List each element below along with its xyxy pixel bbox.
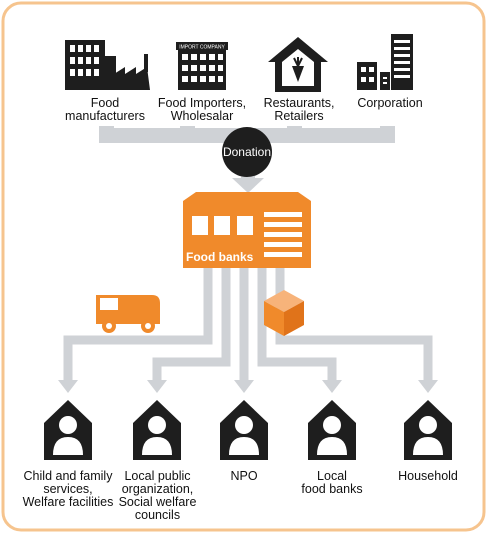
recipient-label-child-family: Child and family services, Welfare facil…	[22, 469, 114, 509]
recipient-label-local-public-org: Local public organization, Social welfar…	[118, 469, 197, 522]
factory-icon	[65, 40, 150, 90]
person-house-icon	[308, 400, 356, 460]
recipient-label-household: Household	[398, 469, 458, 483]
person-house-icon	[133, 400, 181, 460]
food-bank-hub	[183, 192, 311, 268]
restaurant-house-icon	[268, 37, 328, 92]
source-label-restaurants: Restaurants, Retailers	[263, 96, 335, 123]
source-label-food-importers: Food Importers, Wholesalar	[157, 96, 247, 123]
distribution-arrowheads	[58, 380, 438, 393]
import-company-building-icon: IMPORT COMPANY	[176, 42, 228, 90]
import-company-sign: IMPORT COMPANY	[179, 45, 225, 51]
office-buildings-icon	[357, 34, 413, 90]
recipient-label-npo: NPO	[230, 469, 258, 483]
box-icon	[264, 290, 304, 336]
source-label-corporation: Corporation	[357, 96, 423, 110]
person-house-icon	[220, 400, 268, 460]
donation-label: Donation	[222, 145, 272, 159]
person-house-icon	[44, 400, 92, 460]
person-house-icon	[404, 400, 452, 460]
source-label-food-manufacturers: Food manufacturers	[65, 96, 145, 123]
truck-icon	[96, 295, 160, 333]
donation-node	[222, 127, 272, 177]
food-banks-label: Food banks	[186, 250, 254, 264]
recipient-icons	[44, 400, 452, 460]
recipient-label-local-food-banks: Local food banks	[301, 469, 363, 496]
